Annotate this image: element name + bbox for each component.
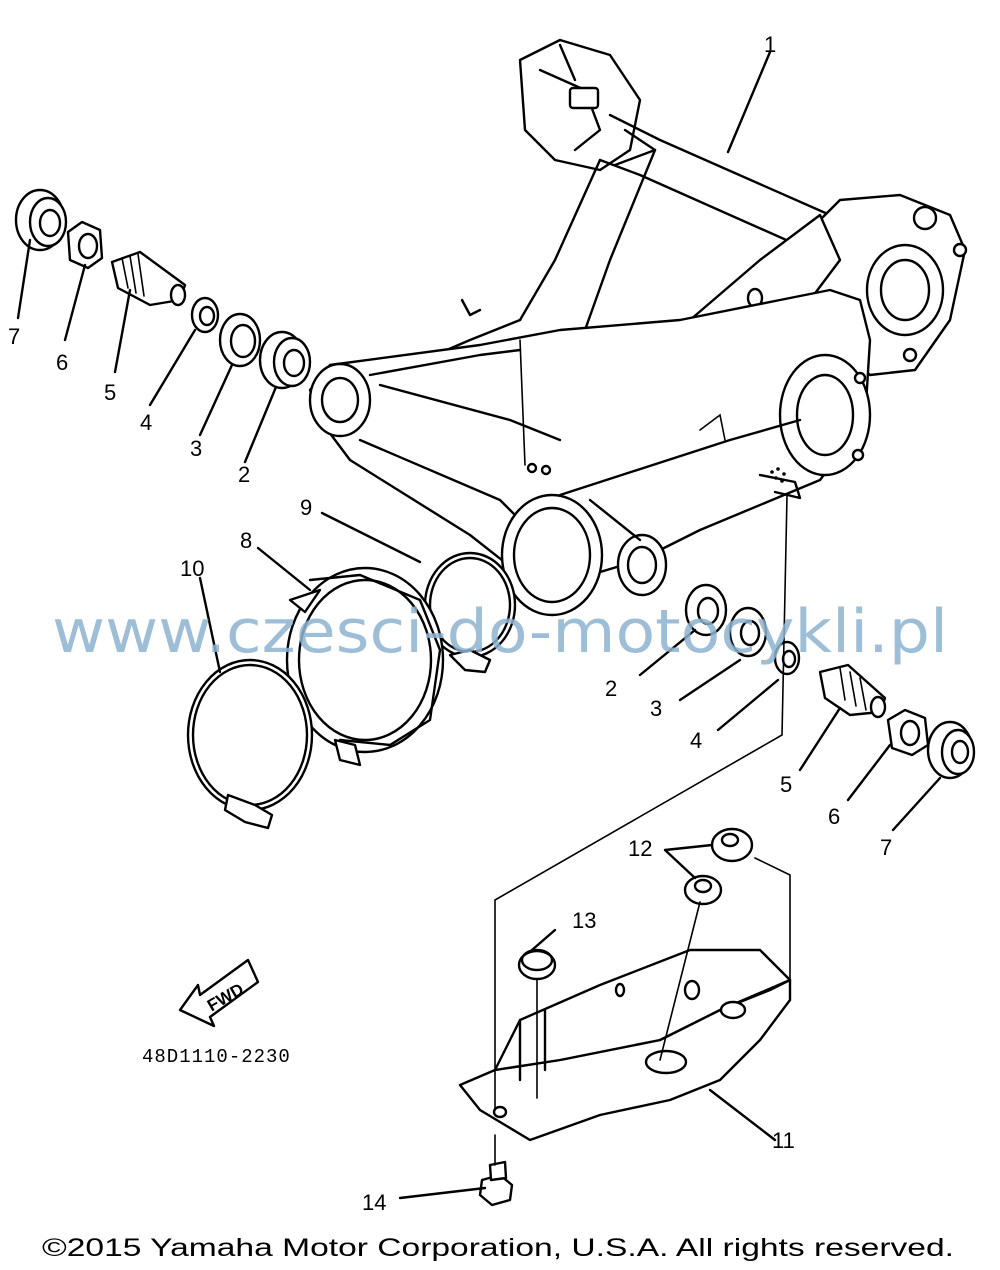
callout-3-right: 3	[650, 696, 662, 721]
copyright-notice: ©2015 Yamaha Motor Corporation, U.S.A. A…	[42, 1234, 954, 1262]
callout-2-right: 2	[605, 676, 617, 701]
callouts: 1 7 6 5 4 3 2 9 8 10 2 3 4 5 6 7 12 13 1…	[8, 32, 892, 1215]
right-pivot-hardware	[684, 583, 976, 780]
callout-2-left: 2	[238, 462, 250, 487]
nut-6-right	[886, 708, 930, 757]
swingarm	[308, 38, 968, 617]
fwd-arrow: FWD	[178, 958, 260, 1028]
callout-8: 8	[240, 528, 252, 553]
clamp-10	[186, 658, 314, 830]
part-code: 48D1110-2230	[142, 1046, 291, 1068]
plug-13	[517, 948, 557, 981]
callout-7-right: 7	[880, 835, 892, 860]
spacer-4-left	[190, 296, 220, 334]
dotted-marks	[770, 467, 786, 483]
watermark-text: www.czesci-do-motocykli.pl	[52, 597, 948, 667]
bolt-14	[478, 1160, 514, 1207]
left-pivot-hardware	[14, 188, 312, 390]
grommet-12-top	[710, 827, 754, 863]
band-9	[423, 551, 517, 674]
cap-7-right	[926, 720, 976, 780]
spacer-4-right	[773, 640, 801, 676]
callout-4-left: 4	[140, 410, 152, 435]
cap-7-left	[14, 188, 68, 252]
bearing-2-right	[684, 583, 728, 637]
callout-5-left: 5	[104, 380, 116, 405]
callout-9: 9	[300, 495, 312, 520]
callout-6-left: 6	[56, 350, 68, 375]
callout-10: 10	[180, 556, 204, 581]
boot-8	[285, 566, 445, 767]
leader-lines	[16, 50, 942, 1200]
callout-5-right: 5	[780, 772, 792, 797]
callout-11: 11	[772, 1128, 795, 1153]
callout-1: 1	[764, 32, 776, 57]
cover-11	[458, 948, 792, 1142]
callout-14: 14	[362, 1190, 386, 1215]
callout-7-left: 7	[8, 324, 20, 349]
pivot-bolt-5-right	[818, 663, 887, 719]
callout-13: 13	[572, 908, 596, 933]
nut-6-left	[66, 220, 104, 270]
seal-3-right	[728, 606, 768, 658]
callout-4-right: 4	[690, 728, 702, 753]
seal-3-left	[218, 312, 262, 368]
pivot-bolt-5-left	[110, 250, 187, 307]
callout-3-left: 3	[190, 436, 202, 461]
callout-12: 12	[628, 836, 652, 861]
callout-6-right: 6	[828, 804, 840, 829]
bearing-2-left	[258, 330, 312, 390]
grommet-12-bottom	[683, 874, 723, 906]
